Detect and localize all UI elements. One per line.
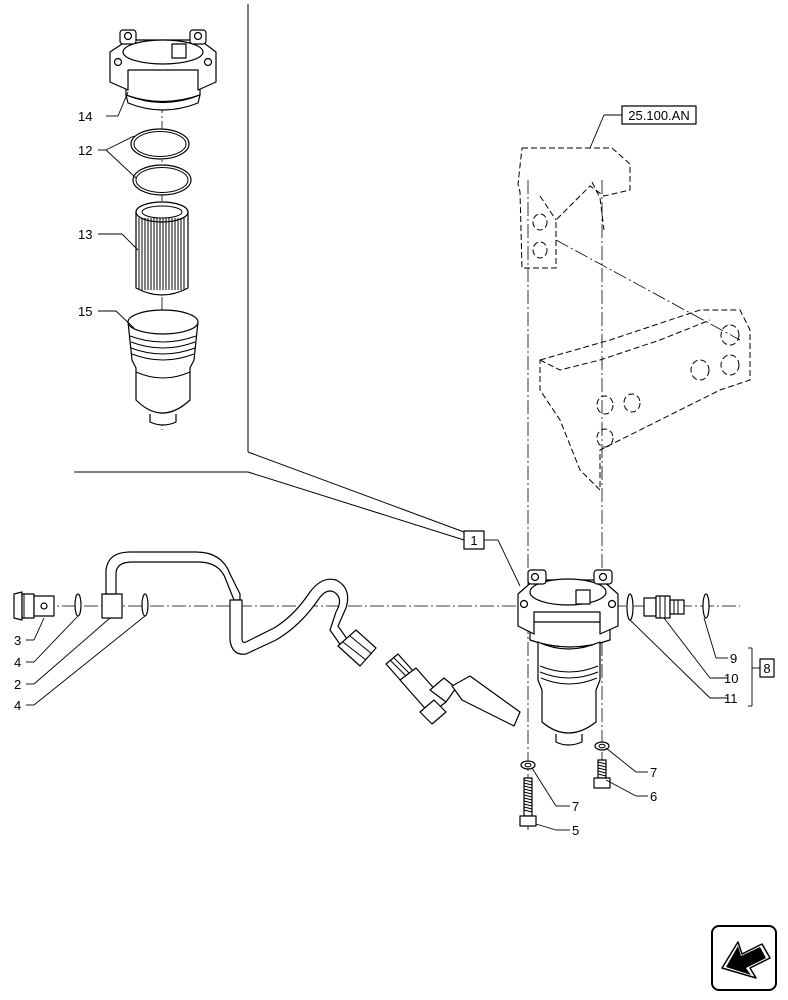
bolt-short bbox=[593, 759, 611, 789]
callout-7-right: 7 bbox=[650, 765, 657, 780]
washer-right bbox=[626, 593, 634, 621]
callout-3: 3 bbox=[14, 633, 21, 648]
filter-bowl-detail bbox=[127, 309, 199, 426]
banjo-bolt bbox=[13, 591, 55, 621]
bolt-thread bbox=[597, 773, 607, 777]
bolt-thread bbox=[523, 788, 533, 792]
bolt-thread bbox=[597, 767, 607, 771]
washer-left-a bbox=[74, 593, 82, 617]
callout-5: 5 bbox=[572, 823, 579, 838]
callout-11: 11 bbox=[724, 691, 738, 706]
bolt-thread bbox=[523, 797, 533, 801]
callout-2: 2 bbox=[14, 677, 21, 692]
bolt-thread bbox=[597, 761, 607, 765]
mounting-bracket-frame bbox=[517, 147, 751, 492]
bolt-thread bbox=[597, 770, 607, 774]
callout-12: 12 bbox=[78, 143, 92, 158]
bolt-thread bbox=[523, 794, 533, 798]
callout-6: 6 bbox=[650, 789, 657, 804]
callout-4-lower: 4 bbox=[14, 698, 21, 713]
bolt-thread bbox=[523, 791, 533, 795]
callout-13: 13 bbox=[78, 227, 92, 242]
callout-10: 10 bbox=[724, 671, 738, 686]
washer-bolt-right bbox=[594, 741, 610, 751]
callout-7-left: 7 bbox=[572, 799, 579, 814]
callout-8: 8 bbox=[763, 661, 770, 676]
leader-lines bbox=[26, 91, 760, 831]
bolt-thread bbox=[523, 803, 533, 807]
bolt-thread bbox=[523, 785, 533, 789]
tee-fitting bbox=[385, 653, 521, 727]
detail-frame-diagonal bbox=[247, 451, 465, 533]
washer-left-b bbox=[141, 593, 149, 617]
adapter-fitting bbox=[643, 595, 685, 619]
filter-assembly-main bbox=[517, 569, 619, 746]
bolt-thread bbox=[523, 779, 533, 783]
bolt-thread bbox=[523, 782, 533, 786]
bolt-thread bbox=[523, 806, 533, 810]
detail-frame-diagonal-lower bbox=[247, 471, 465, 541]
filter-cartridge-detail bbox=[135, 201, 189, 296]
washer-bolt-left bbox=[520, 760, 536, 770]
bolt-thread bbox=[523, 800, 533, 804]
callout-1: 1 bbox=[470, 533, 477, 548]
callout-9: 9 bbox=[730, 651, 737, 666]
callout-14: 14 bbox=[78, 109, 92, 124]
reference-tag: 25.100.AN bbox=[589, 105, 697, 149]
washer-far-right bbox=[702, 593, 710, 619]
callout-8-box bbox=[759, 658, 775, 678]
o-rings-detail bbox=[130, 128, 192, 196]
callout-15: 15 bbox=[78, 304, 92, 319]
bolt-thread bbox=[597, 764, 607, 768]
bolt-long bbox=[519, 777, 537, 827]
hydraulic-hose bbox=[101, 551, 377, 667]
next-page-arrow-icon[interactable] bbox=[711, 925, 777, 991]
reference-label: 25.100.AN bbox=[628, 108, 689, 123]
callout-1-box bbox=[463, 530, 485, 550]
callout-4-upper: 4 bbox=[14, 655, 21, 670]
bolt-thread bbox=[523, 809, 533, 813]
filter-head-detail bbox=[109, 29, 217, 111]
